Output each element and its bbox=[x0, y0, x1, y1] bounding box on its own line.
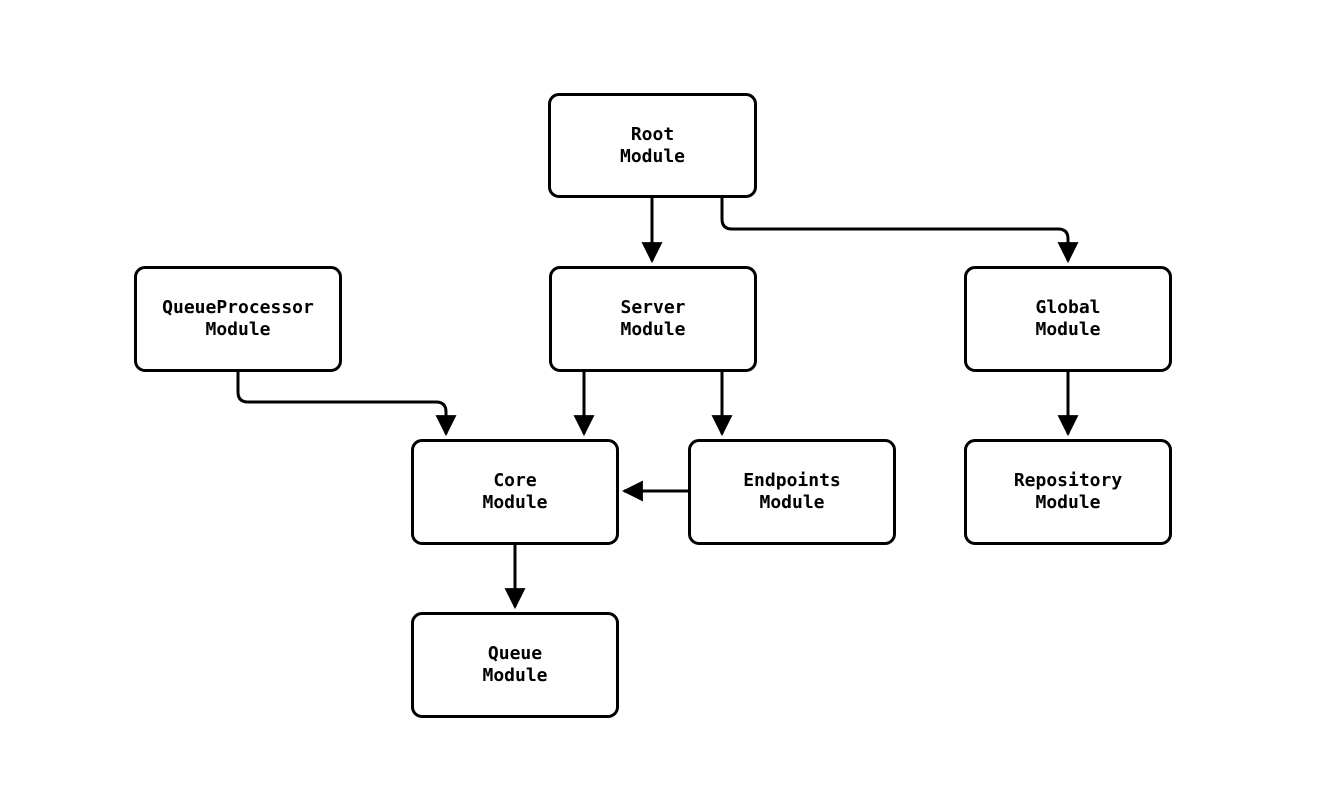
node-label: Module bbox=[1035, 492, 1101, 513]
edge-root-to-global bbox=[720, 198, 1079, 264]
node-label: Endpoints bbox=[743, 470, 841, 491]
node-label: Module bbox=[482, 665, 548, 686]
node-label: Module bbox=[759, 492, 825, 513]
node-label: Server bbox=[620, 297, 686, 318]
node-label: QueueProcessor bbox=[162, 297, 314, 318]
node-label: Module bbox=[482, 492, 548, 513]
node-label: Queue bbox=[487, 643, 543, 664]
node-label: Module bbox=[205, 319, 271, 340]
node-label: Module bbox=[620, 319, 686, 340]
node-label: Module bbox=[619, 145, 686, 167]
edge-queueprocessor-to-core bbox=[236, 372, 457, 437]
edge-group bbox=[236, 198, 1079, 610]
node-label: Root bbox=[630, 123, 675, 145]
node-label: Core bbox=[493, 470, 537, 491]
node-label: Global bbox=[1035, 297, 1101, 318]
node-label: Module bbox=[1035, 319, 1101, 340]
node-label: Repository bbox=[1013, 470, 1123, 491]
